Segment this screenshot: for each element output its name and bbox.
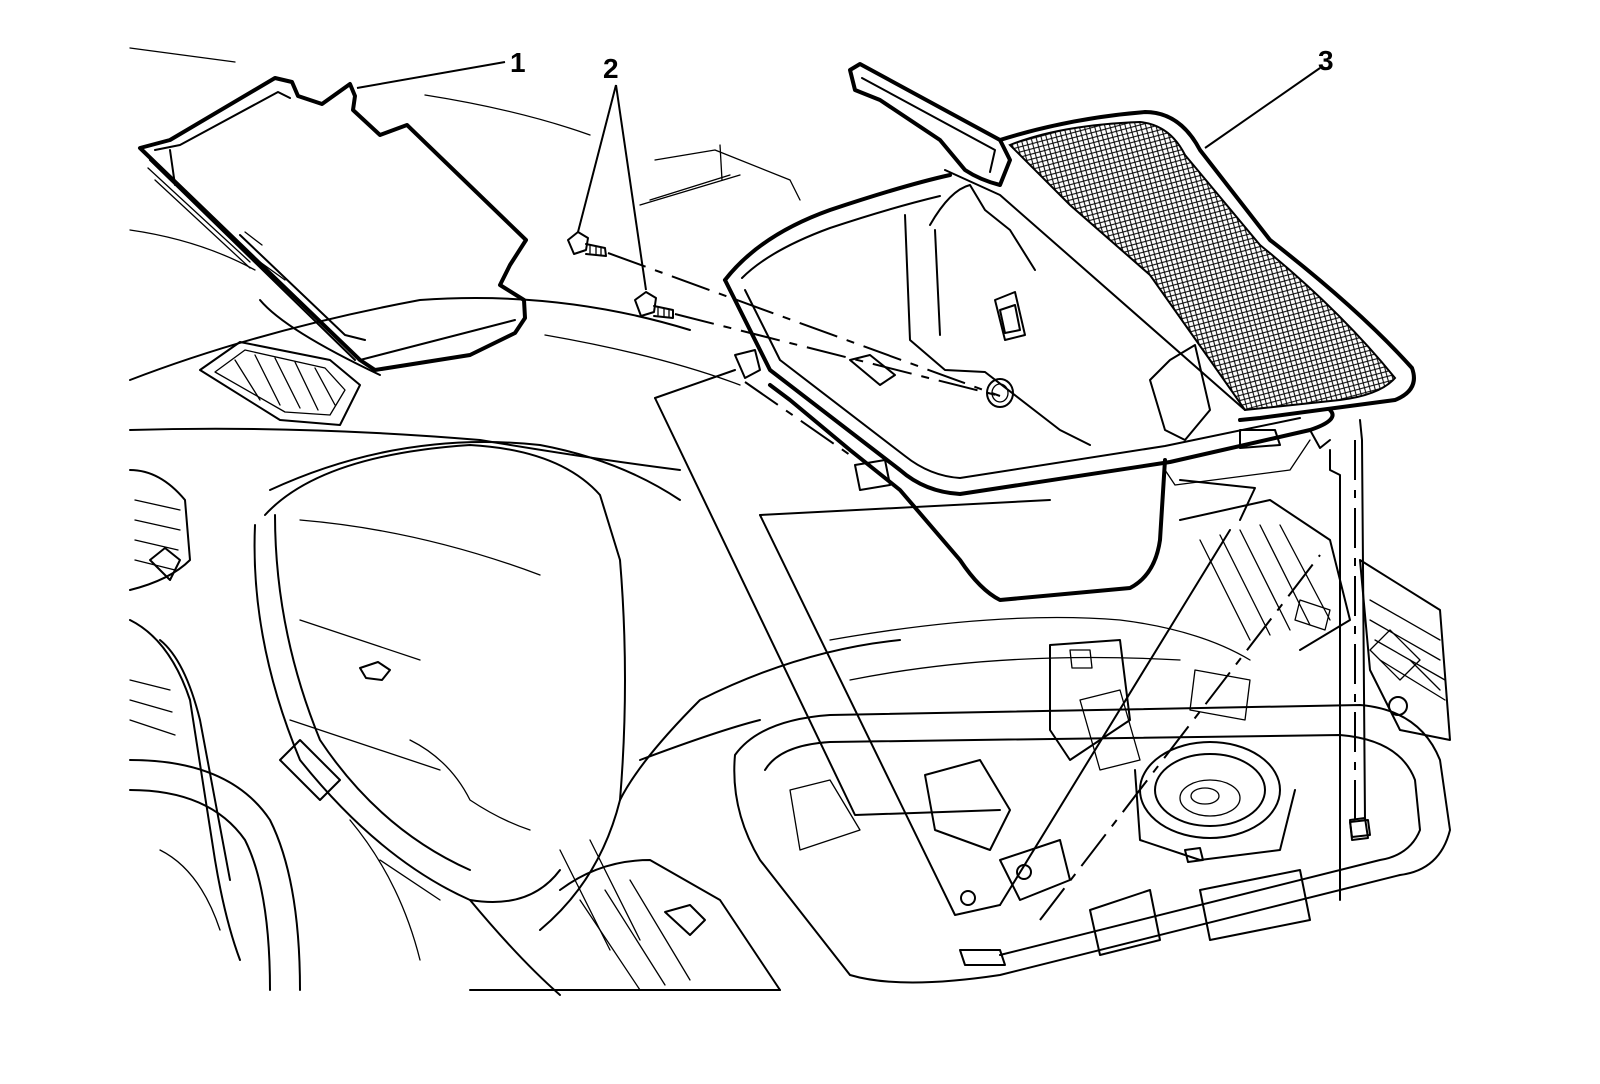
internal-brackets [789, 639, 1369, 966]
leader-3 [1204, 67, 1321, 149]
glovebox-opening [733, 616, 1451, 984]
fastener-upper [567, 231, 607, 257]
fastener-lower [634, 291, 674, 319]
callout-label-1: 1 [510, 47, 526, 78]
instrument-panel [129, 47, 1451, 996]
callout-leaders [356, 61, 1321, 291]
steering-wheel [129, 739, 441, 991]
leader-2a [577, 84, 617, 233]
defroster-vent [199, 341, 361, 426]
callout-2-fasteners [567, 231, 1001, 397]
left-vent [129, 469, 191, 591]
callout-label-2: 2 [603, 53, 619, 84]
leader-2b [615, 84, 647, 291]
callout-label-3: 3 [1318, 45, 1334, 76]
speaker [1134, 741, 1296, 861]
cluster-hood [253, 444, 626, 931]
right-side-vent [1179, 499, 1451, 741]
callout-3-compartment [654, 62, 1416, 921]
callout-1-panel [138, 76, 528, 372]
center-vent [559, 859, 781, 991]
leader-1 [356, 61, 506, 89]
